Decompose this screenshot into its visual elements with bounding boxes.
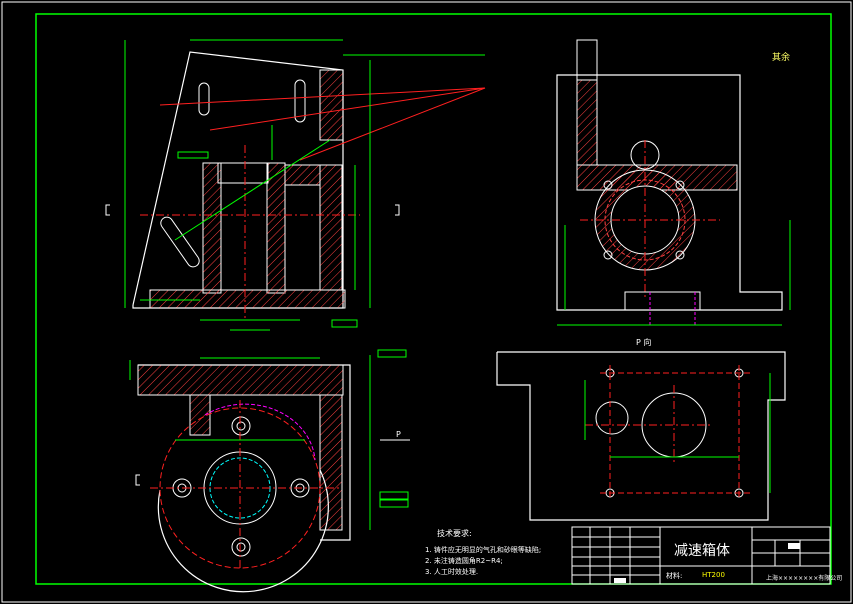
section-mark-bottom (135, 474, 140, 486)
tech-requirement-3: 3. 人工时效处理. (425, 568, 479, 576)
p-view-label: P 向 (636, 338, 652, 347)
material-value: HT200 (702, 571, 725, 579)
front-view (124, 39, 486, 331)
top-view (129, 349, 410, 593)
company-name: 上海××××××××有限公司 (766, 575, 843, 582)
material-label: 材料: (666, 572, 683, 580)
p-arrow-label: P (396, 430, 401, 439)
drawing-title: 减速箱体 (674, 543, 730, 559)
roughness-note: 其余 (772, 53, 791, 63)
tech-requirements-title: 技术要求: (437, 529, 472, 538)
side-view (556, 39, 791, 326)
p-view (496, 351, 786, 521)
inner-frame (35, 13, 832, 585)
tech-requirement-2: 2. 未注铸造圆角R2~R4; (425, 557, 503, 565)
title-block (571, 526, 831, 585)
tech-requirement-1: 1. 铸件应无明显的气孔和砂眼等缺陷; (425, 546, 542, 554)
section-mark-right (395, 204, 400, 216)
section-mark-left (105, 204, 110, 216)
